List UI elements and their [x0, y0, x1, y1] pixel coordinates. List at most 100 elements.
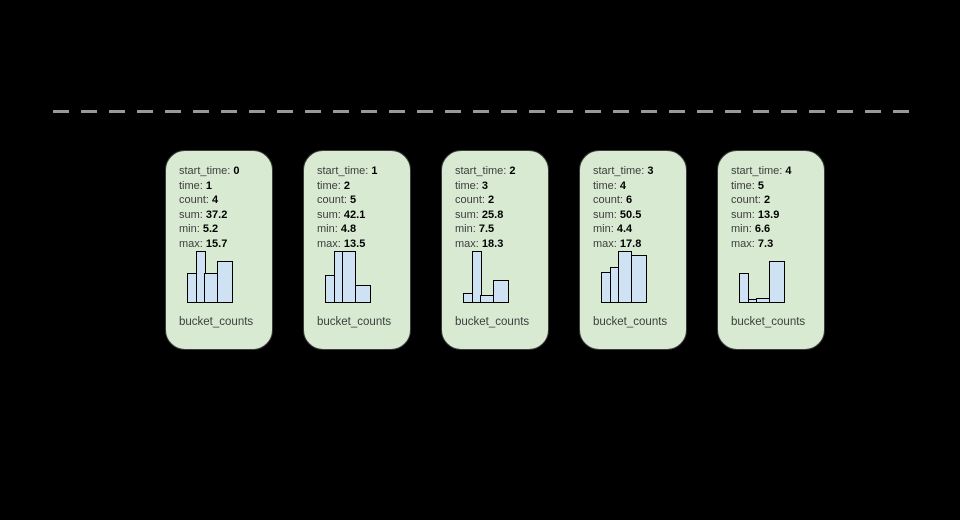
metric-field-row: min: 4.8	[317, 222, 404, 237]
field-label: sum:	[455, 208, 479, 221]
field-value: 1	[205, 179, 213, 192]
metric-field-row: start_time: 0	[179, 164, 266, 179]
field-value: 42.1	[343, 208, 366, 221]
field-value: 4.4	[616, 223, 633, 235]
metric-field-row: start_time: 4	[731, 164, 818, 179]
metric-fields: start_time: 1 time: 2 count: 5 sum: 42.1…	[317, 164, 404, 251]
field-value: 3	[481, 179, 489, 192]
metric-field-row: max: 15.7	[179, 237, 266, 252]
metric-fields: start_time: 3 time: 4 count: 6 sum: 50.5…	[593, 164, 680, 251]
field-value: 5.2	[202, 223, 219, 235]
field-label: count:	[179, 194, 209, 206]
field-value: 15.7	[205, 237, 228, 250]
metric-field-row: min: 7.5	[455, 222, 542, 237]
histogram-bar	[739, 273, 749, 303]
histogram-bar	[342, 251, 356, 303]
metric-cards-row: start_time: 0 time: 1 count: 4 sum: 37.2…	[165, 150, 825, 350]
field-label: max:	[731, 237, 755, 250]
field-label: max:	[593, 237, 617, 250]
metric-field-row: start_time: 3	[593, 164, 680, 179]
metric-fields: start_time: 4 time: 5 count: 2 sum: 13.9…	[731, 164, 818, 251]
metric-field-row: min: 6.6	[731, 222, 818, 237]
field-label: time:	[593, 179, 617, 192]
field-label: time:	[455, 179, 479, 192]
field-label: time:	[179, 179, 203, 192]
bucket-counts-label: bucket_counts	[593, 316, 668, 328]
histogram-bar	[216, 261, 233, 303]
metric-field-row: count: 6	[593, 193, 680, 208]
field-label: sum:	[179, 208, 203, 221]
metric-field-row: sum: 42.1	[317, 208, 404, 223]
metric-field-row: time: 3	[455, 179, 542, 194]
histogram-bar	[492, 280, 509, 303]
metric-field-row: count: 4	[179, 193, 266, 208]
field-value: 0	[233, 165, 240, 177]
bucket-counts-label: bucket_counts	[179, 316, 254, 328]
field-value: 6	[626, 194, 633, 206]
field-value: 37.2	[205, 208, 228, 221]
field-value: 3	[647, 165, 654, 177]
metric-field-row: max: 18.3	[455, 237, 542, 252]
field-label: time:	[731, 179, 755, 192]
field-value: 2	[509, 165, 516, 177]
metric-field-row: max: 7.3	[731, 237, 818, 252]
field-value: 25.8	[481, 208, 504, 221]
field-value: 4	[785, 165, 792, 177]
bucket-counts-histogram	[325, 251, 375, 303]
metric-field-row: min: 5.2	[179, 222, 266, 237]
metric-field-row: max: 17.8	[593, 237, 680, 252]
bucket-counts-histogram	[463, 251, 513, 303]
field-value: 13.5	[343, 237, 366, 250]
metric-window-card: start_time: 2 time: 3 count: 2 sum: 25.8…	[441, 150, 549, 350]
bucket-counts-histogram	[601, 251, 651, 303]
field-label: start_time:	[731, 165, 783, 177]
field-value: 5	[757, 179, 765, 192]
field-label: max:	[317, 237, 341, 250]
field-value: 6.6	[754, 223, 771, 235]
metric-fields: start_time: 0 time: 1 count: 4 sum: 37.2…	[179, 164, 266, 251]
field-label: start_time:	[179, 165, 231, 177]
field-value: 7.5	[478, 223, 495, 235]
field-value: 2	[764, 194, 771, 206]
field-label: sum:	[731, 208, 755, 221]
bucket-counts-label: bucket_counts	[731, 316, 806, 328]
histogram-bar	[768, 261, 785, 303]
metric-field-row: count: 2	[731, 193, 818, 208]
field-value: 2	[488, 194, 495, 206]
bucket-counts-label: bucket_counts	[317, 316, 392, 328]
metric-fields: start_time: 2 time: 3 count: 2 sum: 25.8…	[455, 164, 542, 251]
field-label: min:	[455, 223, 476, 235]
metric-field-row: sum: 50.5	[593, 208, 680, 223]
field-value: 5	[350, 194, 357, 206]
field-label: max:	[455, 237, 479, 250]
bucket-counts-label: bucket_counts	[455, 316, 530, 328]
metric-window-card: start_time: 4 time: 5 count: 2 sum: 13.9…	[717, 150, 825, 350]
metric-field-row: max: 13.5	[317, 237, 404, 252]
metric-field-row: time: 5	[731, 179, 818, 194]
field-label: start_time:	[317, 165, 369, 177]
field-label: min:	[731, 223, 752, 235]
field-label: start_time:	[593, 165, 645, 177]
field-label: count:	[593, 194, 623, 206]
field-label: time:	[317, 179, 341, 192]
metric-field-row: min: 4.4	[593, 222, 680, 237]
histogram-bar	[630, 255, 647, 303]
field-label: min:	[593, 223, 614, 235]
field-label: count:	[455, 194, 485, 206]
field-value: 17.8	[619, 237, 642, 250]
field-label: sum:	[317, 208, 341, 221]
field-label: count:	[731, 194, 761, 206]
metric-field-row: count: 5	[317, 193, 404, 208]
metric-field-row: time: 1	[179, 179, 266, 194]
timeline-dashed-line	[53, 110, 912, 113]
field-value: 13.9	[757, 208, 780, 221]
metric-field-row: start_time: 1	[317, 164, 404, 179]
field-value: 18.3	[481, 237, 504, 250]
metric-field-row: start_time: 2	[455, 164, 542, 179]
metric-field-row: sum: 13.9	[731, 208, 818, 223]
field-label: start_time:	[455, 165, 507, 177]
metric-field-row: time: 4	[593, 179, 680, 194]
metric-field-row: time: 2	[317, 179, 404, 194]
histogram-bar	[354, 285, 371, 303]
